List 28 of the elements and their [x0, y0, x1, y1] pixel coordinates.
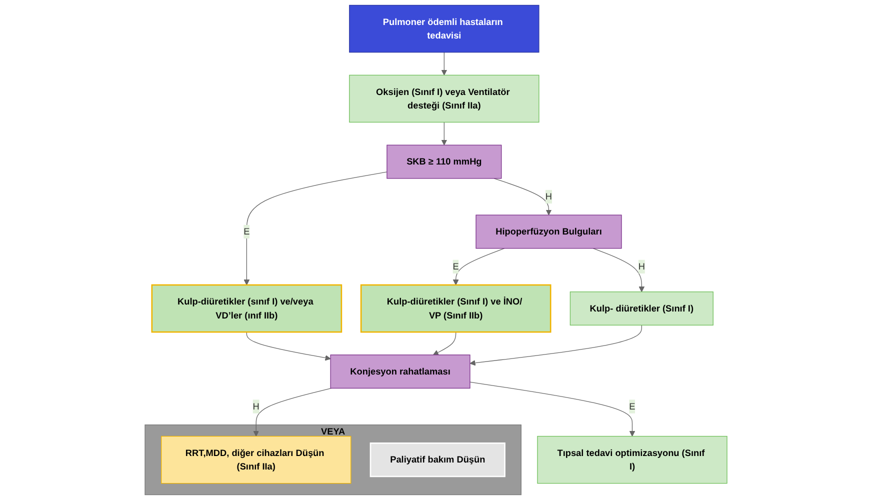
node-box: Kulp- diüretikler (Sınıf I): [570, 292, 714, 326]
node-box: Oksijen (Sınıf I) veya Ventilatör desteği (Sınıf IIa): [349, 74, 540, 123]
arrow: [592, 248, 645, 292]
edge-label: E: [452, 261, 459, 272]
node-box: Kulp-diüretikler (Sınıf I) ve İNO/ VP (Sınıf IIb): [360, 284, 552, 333]
node-box: RRT,MDD, diğer cihazları Düşün (Sınıf IIa): [161, 436, 352, 484]
arrow: [470, 382, 636, 437]
edge-label: E: [629, 400, 636, 412]
node-box: Hipoperfüzyon Bulguları: [476, 214, 622, 249]
arrow: [244, 172, 388, 286]
node-box: Konjesyon rahatlaması: [330, 354, 470, 389]
arrow: [246, 332, 331, 361]
arrow: [470, 324, 642, 366]
arrow: [253, 388, 332, 437]
node-box: SKB ≥ 110 mmHg: [386, 144, 502, 179]
arrow: [432, 332, 456, 356]
arrow: [452, 248, 505, 286]
node-box: Tıpsal tedavi optimizasyonu (Sınıf I): [537, 436, 728, 484]
edge-label: E: [244, 226, 250, 237]
arrow: [441, 52, 448, 76]
edge-label: H: [545, 191, 552, 202]
node-box: Pulmoner ödemli hastaların tedavisi: [349, 4, 540, 53]
edge-label: H: [252, 400, 260, 412]
node-box: Paliyatif bakım Düşün: [370, 442, 506, 478]
arrow: [494, 178, 552, 216]
node-box: Kulp-diüretikler (sınıf I) ve/veya VD’ler (ınıf IIb): [151, 284, 342, 333]
edge-label: H: [638, 261, 645, 272]
arrow: [441, 122, 448, 146]
